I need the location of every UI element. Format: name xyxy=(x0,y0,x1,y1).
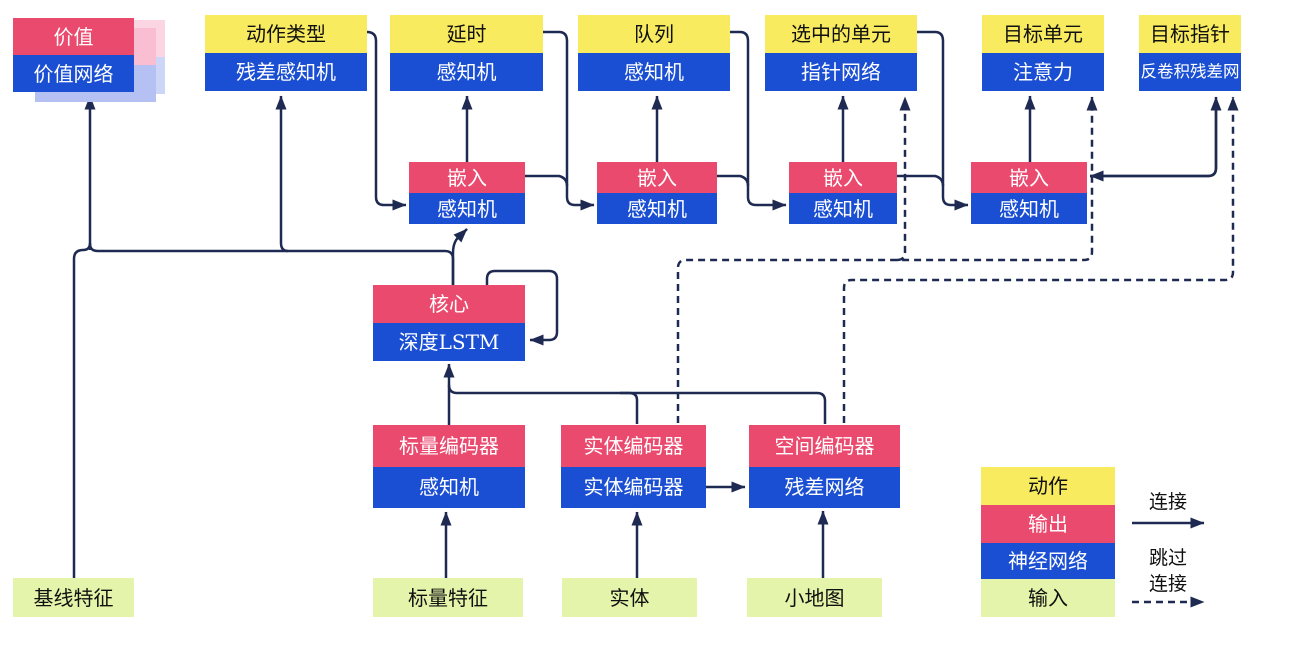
node-embed-3: 嵌入 感知机 xyxy=(789,162,897,224)
edge-queue-to-embed3 xyxy=(730,30,787,211)
legend-output-swatch: 输出 xyxy=(981,505,1115,543)
edge-selected-to-embed4 xyxy=(917,30,969,211)
value-network-label: 价值网络 xyxy=(13,55,134,92)
node-scalar-encoder: 标量编码器 感知机 xyxy=(373,425,525,508)
node-embed-2: 嵌入 感知机 xyxy=(597,162,717,224)
legend-network-swatch: 神经网络 xyxy=(981,543,1115,579)
legend-color-key: 动作 输出 神经网络 输入 xyxy=(981,467,1115,617)
scalar-input-label: 标量特征 xyxy=(373,578,523,617)
node-embed-4: 嵌入 感知机 xyxy=(971,162,1087,224)
node-input-minimap: 小地图 xyxy=(747,578,882,617)
spatial-encoder-network-label: 残差网络 xyxy=(749,466,900,508)
skip-entity-to-pointer xyxy=(896,96,911,262)
node-value: 价值 价值网络 xyxy=(13,18,165,102)
edge-core-branch-left xyxy=(88,243,455,285)
node-input-scalar: 标量特征 xyxy=(373,578,523,617)
scalar-encoder-output-label: 标量编码器 xyxy=(373,425,525,467)
scalar-encoder-network-label: 感知机 xyxy=(373,466,525,508)
edge-core-selfloop xyxy=(485,269,559,346)
edge-embed4-to-deconv xyxy=(1090,96,1222,178)
legend-action-swatch: 动作 xyxy=(981,467,1115,505)
edge-embed1-merge xyxy=(525,174,569,187)
node-target-point: 目标指针 反卷积残差网 xyxy=(1139,15,1241,91)
queue-action-label: 队列 xyxy=(578,15,730,53)
node-selected-units: 选中的单元 指针网络 xyxy=(765,15,917,91)
value-output-label: 价值 xyxy=(13,18,134,55)
node-queue: 队列 感知机 xyxy=(578,15,730,91)
minimap-input-label: 小地图 xyxy=(747,578,882,617)
edge-core-to-actiontype xyxy=(275,95,289,253)
edge-delay-to-embed2 xyxy=(543,30,595,211)
node-target-unit: 目标单元 注意力 xyxy=(982,15,1104,91)
node-input-baseline: 基线特征 xyxy=(13,578,134,617)
core-output-label: 核心 xyxy=(373,285,525,323)
embed-2-network-label: 感知机 xyxy=(597,193,717,224)
delay-action-label: 延时 xyxy=(390,15,543,53)
edge-spatialenc-to-core xyxy=(447,384,827,424)
target-unit-action-label: 目标单元 xyxy=(982,15,1104,53)
target-point-action-label: 目标指针 xyxy=(1139,15,1241,53)
legend-skip-label-line2: 连接 xyxy=(1148,573,1187,595)
selected-units-action-label: 选中的单元 xyxy=(765,15,917,53)
entity-input-label: 实体 xyxy=(562,578,697,617)
entity-encoder-network-label: 实体编码器 xyxy=(561,466,706,508)
action-type-network-label: 残差感知机 xyxy=(205,53,367,91)
embed-4-network-label: 感知机 xyxy=(971,193,1087,224)
legend-input-swatch: 输入 xyxy=(981,579,1115,617)
embed-3-network-label: 感知机 xyxy=(789,193,897,224)
node-embed-1: 嵌入 感知机 xyxy=(409,162,525,224)
legend-connection-label: 连接 xyxy=(1148,491,1187,513)
spatial-encoder-output-label: 空间编码器 xyxy=(749,425,900,467)
embed-3-output-label: 嵌入 xyxy=(789,162,897,193)
target-point-network-label: 反卷积残差网 xyxy=(1139,53,1241,91)
skip-spatial-to-deconv xyxy=(842,96,1239,423)
node-entity-encoder: 实体编码器 实体编码器 xyxy=(561,425,706,508)
edge-deconv-link-to-embed4 xyxy=(1089,110,1218,182)
embed-1-output-label: 嵌入 xyxy=(409,162,525,193)
core-network-label: 深度LSTM xyxy=(373,323,525,361)
edge-embed3-merge xyxy=(897,174,945,187)
node-spatial-encoder: 空间编码器 残差网络 xyxy=(749,425,900,508)
edge-actiontype-to-embed1 xyxy=(366,30,407,211)
node-core: 核心 深度LSTM xyxy=(373,285,525,361)
edge-embed2-merge xyxy=(717,174,750,187)
embed-2-output-label: 嵌入 xyxy=(597,162,717,193)
action-type-action-label: 动作类型 xyxy=(205,15,367,53)
edge-entityenc-to-core xyxy=(620,391,639,424)
node-delay: 延时 感知机 xyxy=(390,15,543,91)
node-action-type: 动作类型 残差感知机 xyxy=(205,15,367,91)
edge-baseline-to-value xyxy=(72,242,92,578)
embed-4-output-label: 嵌入 xyxy=(971,162,1087,193)
edge-core-to-embed1 xyxy=(451,228,468,285)
skip-entity-to-attention xyxy=(676,96,1098,423)
target-unit-network-label: 注意力 xyxy=(982,53,1104,91)
delay-network-label: 感知机 xyxy=(390,53,543,91)
embed-1-network-label: 感知机 xyxy=(409,193,525,224)
legend-skip-label-line1: 跳过 xyxy=(1148,547,1187,569)
selected-units-network-label: 指针网络 xyxy=(765,53,917,91)
entity-encoder-output-label: 实体编码器 xyxy=(561,425,706,467)
baseline-input-label: 基线特征 xyxy=(13,578,134,617)
queue-network-label: 感知机 xyxy=(578,53,730,91)
node-input-entity: 实体 xyxy=(562,578,697,617)
